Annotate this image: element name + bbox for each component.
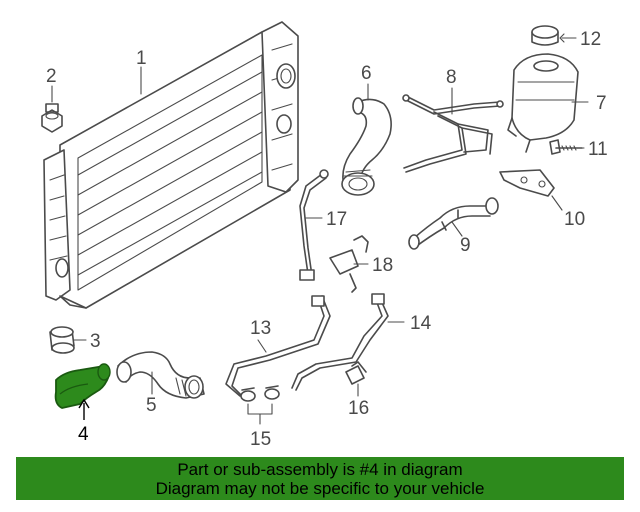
radiator-part-1[interactable] [43,21,299,309]
pipe-part-14[interactable] [291,293,389,391]
callout-18: 18 [372,255,393,276]
bolt-part-11[interactable] [549,139,583,155]
callout-3: 3 [90,331,101,352]
callout-6: 6 [361,63,372,84]
reservoir-part-7[interactable] [507,53,579,153]
callout-2: 2 [46,66,57,87]
callout-14: 14 [410,313,432,334]
callout-9: 9 [460,235,471,256]
info-banner: Part or sub-assembly is #4 in diagram Di… [16,457,624,500]
pipe-part-13[interactable] [225,295,331,399]
callout-12: 12 [580,29,601,50]
nut-part-2[interactable] [41,103,63,133]
hose-part-5[interactable] [116,351,205,399]
hose-part-4[interactable] [54,363,111,409]
bracket-part-10[interactable] [499,169,555,197]
callout-11: 11 [588,139,608,160]
clip-part-16[interactable] [345,361,367,385]
callout-5: 5 [146,395,157,416]
callout-10: 10 [564,209,585,230]
cap-part-12[interactable] [531,25,559,46]
banner-line-2: Diagram may not be specific to your vehi… [155,479,485,498]
callout-8: 8 [446,67,457,88]
pipe-part-9[interactable] [408,197,499,250]
bracket-part-18[interactable] [329,235,369,293]
callout-1: 1 [136,48,147,69]
callout-13: 13 [250,318,271,339]
callout-17: 17 [326,209,347,230]
callout-7: 7 [596,93,607,114]
callout-16: 16 [348,398,369,419]
parts-diagram: 1 2 3 4 5 6 [41,21,608,450]
bracket-part-8[interactable] [402,94,504,173]
callout-15: 15 [250,429,271,450]
callout-4: 4 [78,424,89,445]
hose-part-6[interactable] [341,97,392,196]
mount-part-3[interactable] [49,326,75,354]
banner-line-1: Part or sub-assembly is #4 in diagram [177,460,463,479]
clamps-part-15[interactable] [240,385,280,402]
pipe-part-17[interactable] [299,169,329,281]
